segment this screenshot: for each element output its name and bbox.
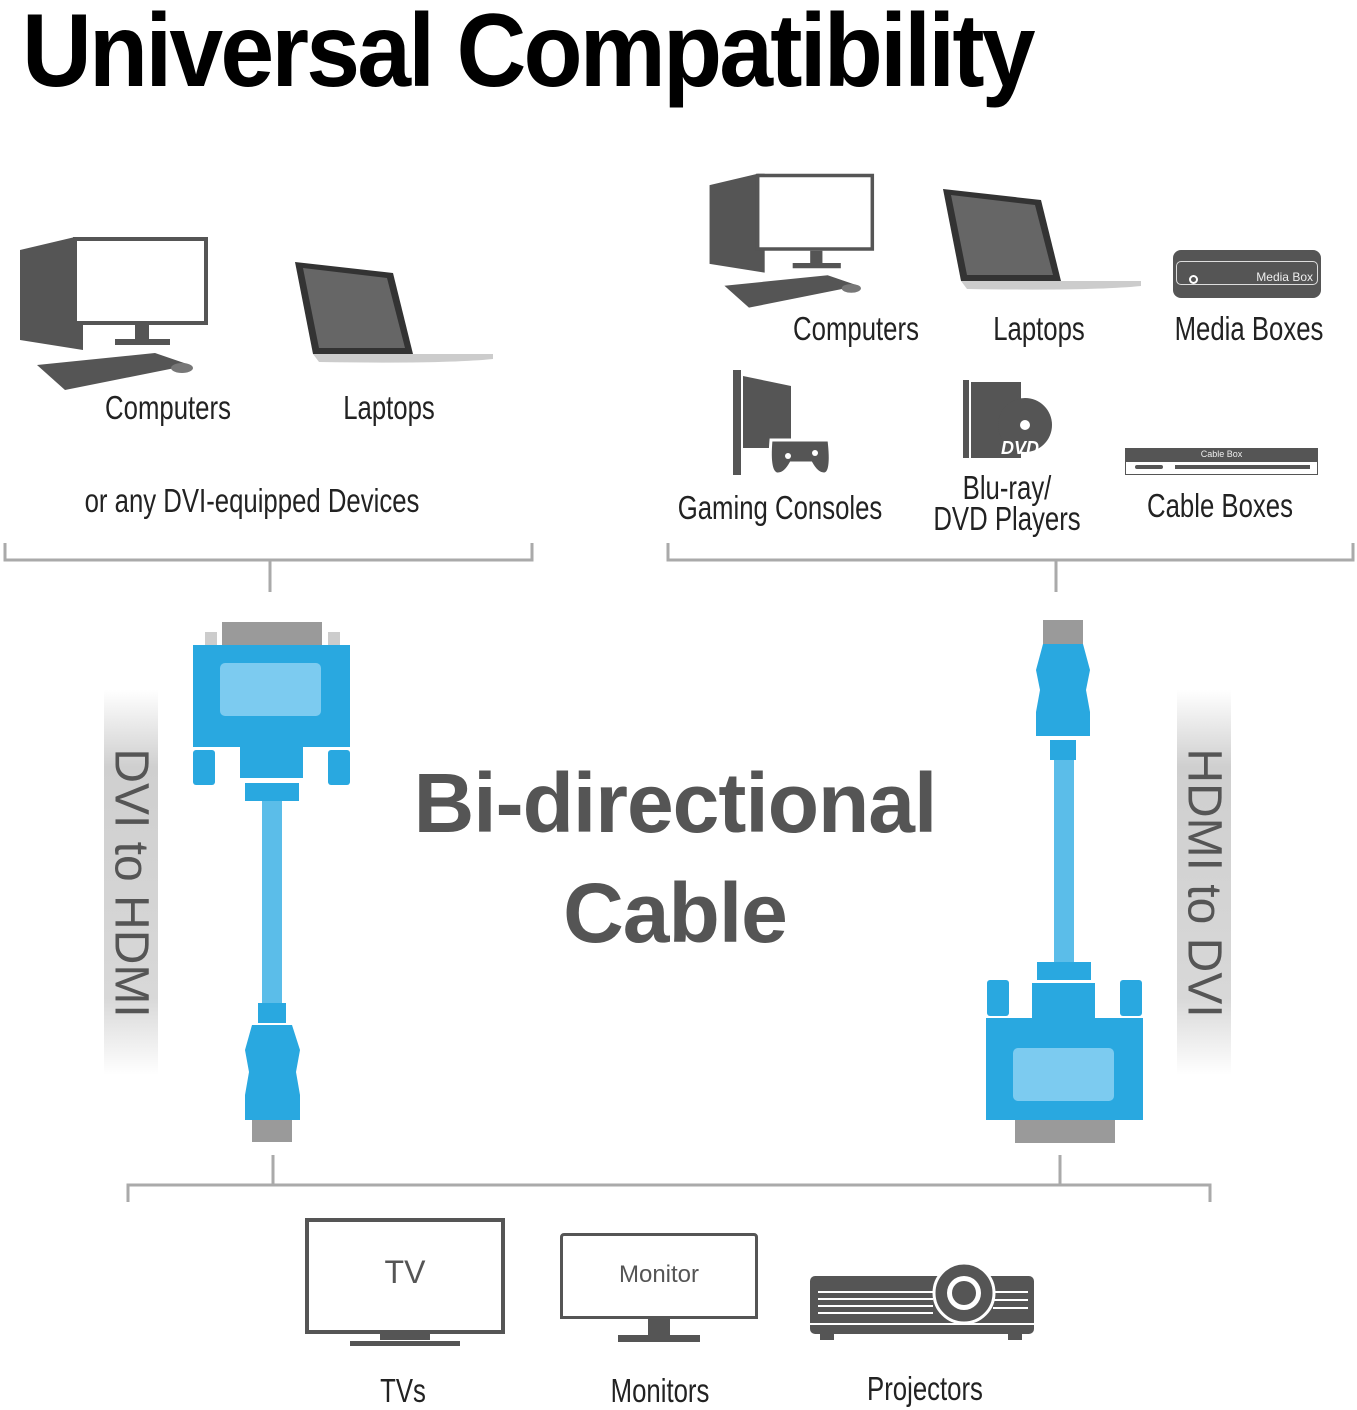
side-label-text: DVI to HDMI: [104, 747, 158, 1018]
device-label: Computers: [105, 389, 231, 426]
projector-icon: [810, 1261, 1034, 1340]
left-bracket: [3, 543, 534, 592]
cable-box-icon: Cable Box: [1125, 448, 1318, 478]
center-heading-line2: Cable: [563, 866, 788, 960]
hdmi-connector: [1036, 644, 1090, 736]
dvd-player-icon: DVD: [963, 380, 1052, 458]
laptop-icon: [295, 262, 493, 363]
device-label-line: Blu-ray/: [962, 469, 1052, 506]
page-title: Universal Compatibility: [22, 0, 1036, 109]
cable-box-text: Cable Box: [1200, 449, 1243, 459]
device-label: Blu-ray/ DVD Players: [933, 469, 1081, 537]
hdmi-to-dvi-cable: [986, 620, 1143, 1143]
dvi-to-hdmi-cable: [193, 622, 350, 1142]
center-heading-line1: Bi-directional: [413, 756, 938, 850]
desktop-computer-icon: [20, 237, 208, 390]
dvd-logo-text: DVD: [1001, 438, 1039, 458]
right-bracket: [666, 543, 1355, 592]
bottom-bracket: [126, 1155, 1212, 1202]
dvi-devices-note: or any DVI-equipped Devices: [84, 482, 420, 519]
tv-icon-text: TV: [384, 1254, 426, 1290]
device-label-line: DVD Players: [933, 500, 1081, 537]
desktop-computer-icon: [709, 173, 875, 308]
side-label-text: HDMI to DVI: [1177, 747, 1231, 1018]
side-label-left: DVI to HDMI: [104, 690, 158, 1075]
device-label: Cable Boxes: [1147, 487, 1293, 524]
display-label: TVs: [380, 1372, 426, 1409]
monitor-icon: Monitor: [560, 1233, 758, 1345]
display-label: Projectors: [867, 1370, 983, 1407]
side-label-right: HDMI to DVI: [1177, 690, 1231, 1075]
media-box-text: Media Box: [1256, 270, 1313, 284]
device-label: Gaming Consoles: [677, 489, 883, 526]
game-console-icon: [733, 370, 832, 476]
device-label: Media Boxes: [1174, 310, 1324, 347]
hdmi-connector: [245, 1025, 300, 1120]
laptop-icon: [943, 189, 1141, 290]
monitor-icon-text: Monitor: [618, 1261, 700, 1288]
device-label: Computers: [793, 310, 919, 347]
device-label: Laptops: [993, 310, 1085, 347]
device-label: Laptops: [343, 389, 435, 426]
media-box-icon: Media Box: [1173, 250, 1321, 298]
display-label: Monitors: [610, 1372, 710, 1409]
tv-icon: TV: [305, 1218, 505, 1350]
